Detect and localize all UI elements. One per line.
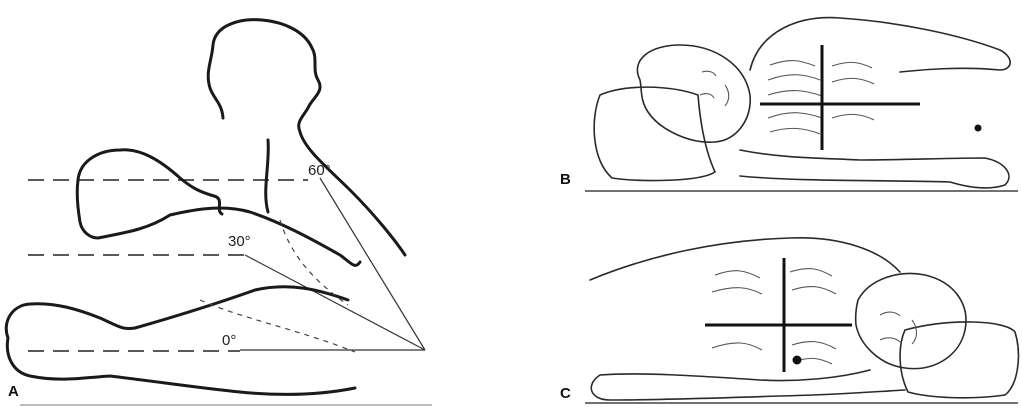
panel-letter-c: C: [560, 385, 571, 402]
panel-letter-b: B: [560, 171, 571, 188]
spine-contour-30: [280, 220, 348, 305]
panel-a: 60° 30° 0° A: [6, 20, 432, 405]
figure-60-degrees: [208, 20, 405, 255]
marker-dot-b: [975, 125, 982, 132]
angle-label-60: 60°: [308, 162, 331, 179]
pillow-c: [900, 322, 1018, 398]
torso-c: [590, 238, 905, 400]
pillow-b: [594, 87, 715, 180]
face-features-b: [700, 71, 729, 106]
angle-label-0: 0°: [222, 332, 236, 349]
angle-label-30: 30°: [228, 233, 251, 250]
panel-b: B: [560, 18, 1018, 191]
panel-letter-a: A: [8, 383, 19, 400]
ribs-c: [712, 269, 836, 364]
marker-dot-c: [793, 356, 802, 365]
panel-c: C: [560, 238, 1018, 403]
figure-0-degrees: [6, 287, 355, 395]
head-c: [856, 274, 966, 369]
